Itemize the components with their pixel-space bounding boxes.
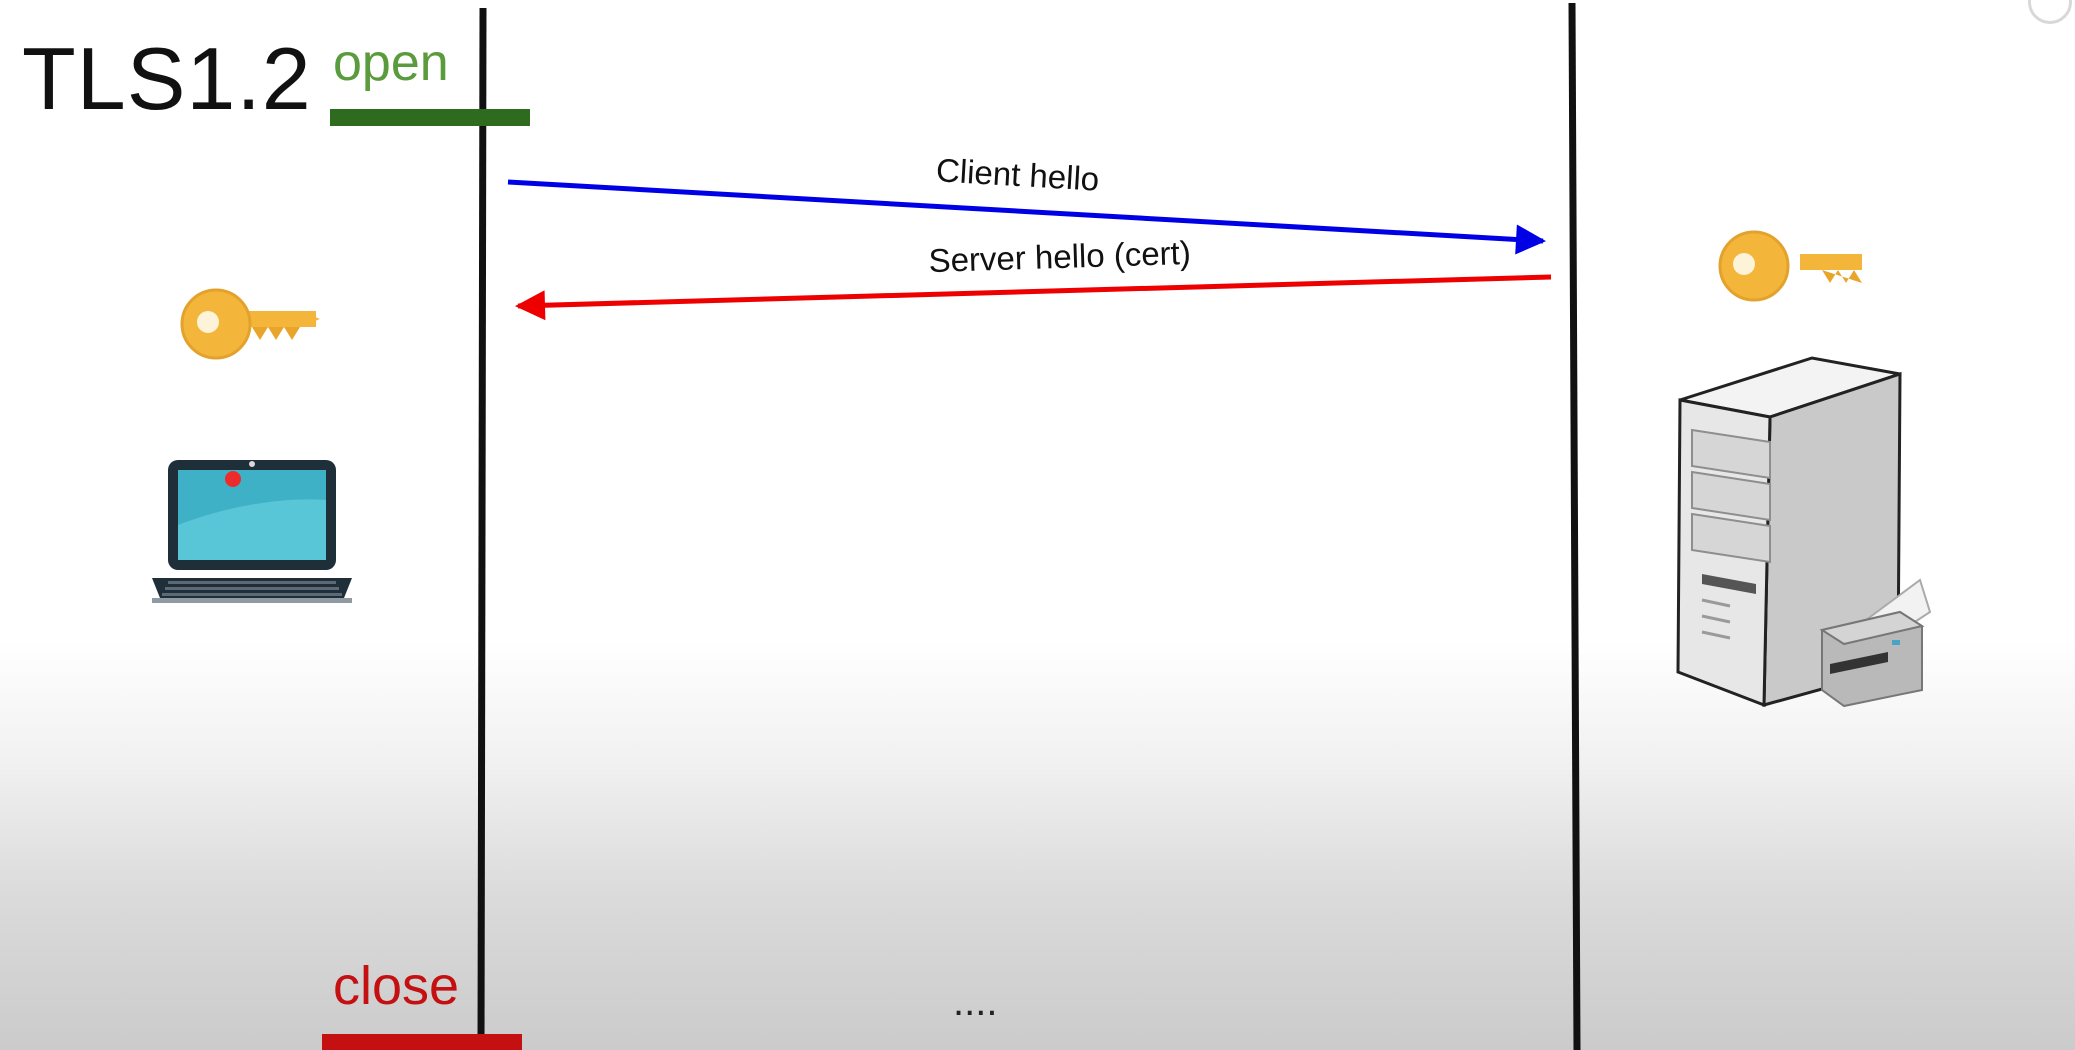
server-hello-label: Server hello (cert) — [928, 234, 1191, 279]
close-bar — [322, 1034, 522, 1050]
server-key-icon — [1718, 230, 1862, 302]
message-server-hello: Server hello (cert) — [515, 234, 1552, 321]
continuation-ellipsis: .... — [953, 980, 998, 1024]
printer-icon — [1819, 578, 1932, 708]
client-key-icon — [180, 288, 320, 360]
open-bar — [330, 109, 530, 126]
client-lifeline — [477, 7, 487, 1050]
client-hello-arrow — [507, 179, 1546, 255]
diagram-title: TLS1.2 — [22, 29, 312, 128]
close-label: close — [333, 956, 460, 1016]
client-hello-label: Client hello — [935, 151, 1100, 197]
server-hello-arrow — [515, 274, 1552, 321]
message-client-hello: Client hello — [507, 151, 1546, 255]
open-label: open — [333, 34, 449, 92]
client-laptop-icon — [152, 460, 352, 603]
server-lifeline — [1568, 2, 1581, 1050]
